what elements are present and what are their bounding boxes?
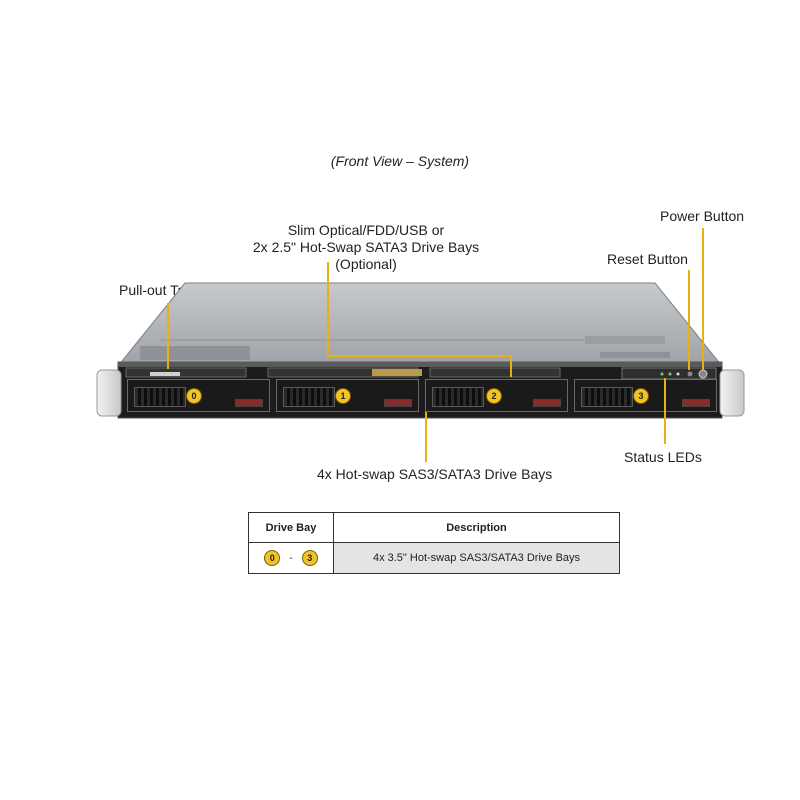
slim-optical-bracket (327, 355, 512, 357)
drive-bay-table: Drive Bay Description 0 - 3 4x 3.5" Hot-… (248, 512, 620, 574)
power-button-label: Power Button (660, 208, 745, 224)
bay-number-1: 1 (335, 388, 351, 404)
reset-button-label: Reset Button (607, 251, 688, 267)
drive-handle[interactable] (235, 399, 263, 407)
slim-optical-bracket-end (510, 355, 512, 377)
drive-bay-range-cell: 0 - 3 (248, 542, 334, 574)
bay-number-3: 3 (633, 388, 649, 404)
drive-grille (581, 387, 633, 407)
left-rack-ear (96, 369, 122, 417)
pullout-tag-label: Pull-out Tag (119, 282, 193, 298)
slim-optical-line-2: 2x 2.5" Hot-Swap SATA3 Drive Bays (252, 239, 480, 255)
bay-range-start-badge: 0 (264, 550, 281, 566)
bay-number-0: 0 (186, 388, 202, 404)
drive-bay-column-header: Drive Bay (248, 512, 334, 543)
slim-optical-label: Slim Optical/FDD/USB or 2x 2.5" Hot-Swap… (230, 222, 502, 273)
reset-button-leader (688, 270, 690, 370)
slim-optical-line-1: Slim Optical/FDD/USB or (287, 222, 445, 238)
status-leds-leader (664, 378, 666, 444)
drive-grille (134, 387, 186, 407)
right-rack-ear (719, 369, 745, 417)
slim-optical-leader (327, 262, 329, 357)
drive-grille (283, 387, 335, 407)
description-cell: 4x 3.5" Hot-swap SAS3/SATA3 Drive Bays (333, 542, 620, 574)
brand-plate (372, 369, 422, 376)
power-button-icon (698, 369, 708, 379)
pullout-tag-leader (167, 303, 169, 369)
pullout-tag (150, 372, 180, 376)
drive-bays-label: 4x Hot-swap SAS3/SATA3 Drive Bays (317, 466, 553, 482)
status-leds-label: Status LEDs (624, 449, 702, 465)
drive-handle[interactable] (533, 399, 561, 407)
power-button-leader (702, 228, 704, 370)
description-column-header: Description (333, 512, 620, 543)
drive-grille (432, 387, 484, 407)
drive-handle[interactable] (384, 399, 412, 407)
drive-bay-0[interactable] (127, 379, 270, 412)
table-row: 0 - 3 4x 3.5" Hot-swap SAS3/SATA3 Drive … (248, 542, 620, 574)
reset-button-icon (687, 371, 693, 377)
drive-bays-leader (425, 412, 427, 462)
drive-handle[interactable] (682, 399, 710, 407)
bay-range-end-badge: 3 (301, 550, 318, 566)
bay-number-2: 2 (486, 388, 502, 404)
table-header-row: Drive Bay Description (248, 512, 620, 543)
figure-caption: (Front View – System) (330, 153, 470, 169)
bay-range-separator: - (289, 552, 293, 564)
slim-optical-line-3: (Optional) (335, 256, 397, 272)
